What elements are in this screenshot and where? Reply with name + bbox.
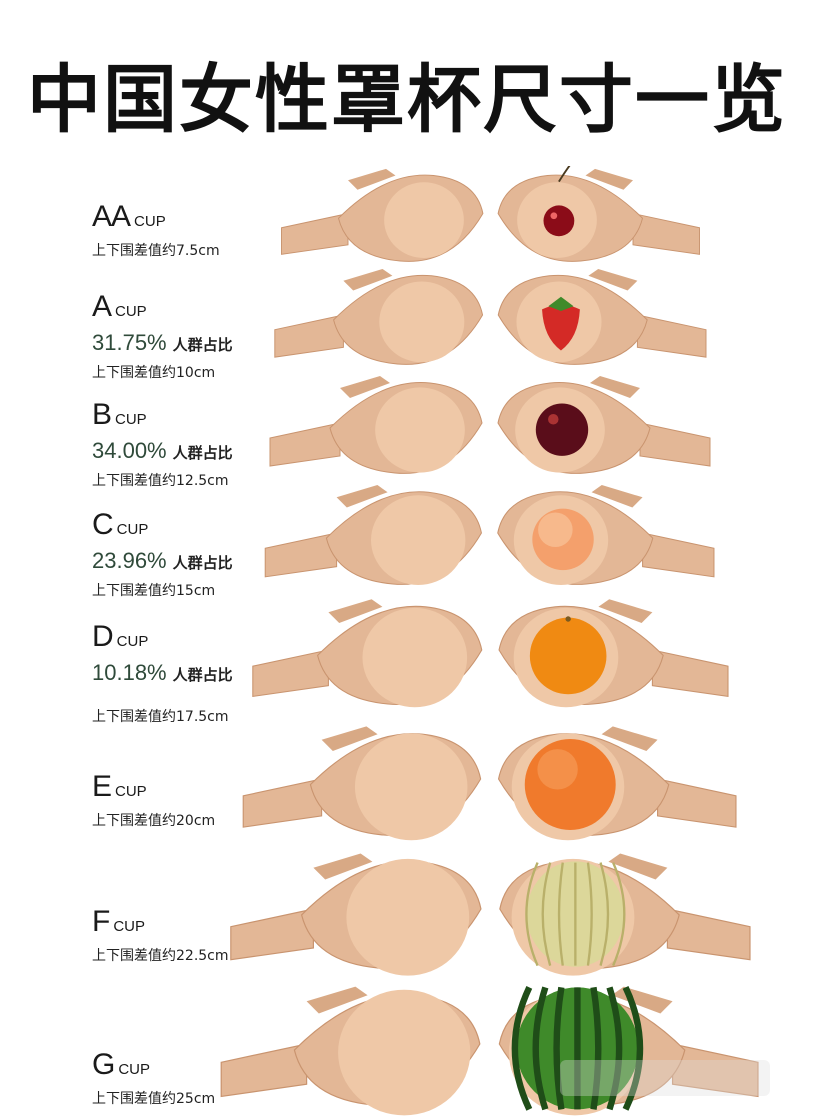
population-percent: 23.96%	[92, 548, 167, 573]
page-title: 中国女性罩杯尺寸一览	[27, 57, 787, 143]
bra-illustration	[243, 726, 737, 841]
bra-illustration	[273, 269, 707, 365]
cup-word: CUP	[115, 411, 147, 428]
cup-size: B	[92, 398, 112, 431]
bust-difference: 上下围差值约12.5cm	[92, 473, 229, 489]
cup-word: CUP	[115, 303, 147, 320]
grapefruit-icon	[525, 739, 617, 831]
peach-icon	[532, 508, 595, 570]
bra-body	[280, 168, 700, 262]
cup-size: A	[92, 290, 112, 323]
population-label: 人群占比	[172, 555, 233, 572]
cup-size: AA	[92, 200, 131, 233]
bra-illustration	[251, 598, 729, 707]
bust-difference: 上下围差值约15cm	[92, 583, 216, 599]
bust-difference: 上下围差值约22.5cm	[92, 948, 229, 964]
bust-difference: 上下围差值约25cm	[92, 1091, 216, 1107]
population-percent: 34.00%	[92, 438, 167, 463]
population-percent: 10.18%	[92, 660, 167, 685]
bust-difference: 上下围差值约10cm	[92, 365, 216, 381]
population-percent: 31.75%	[92, 330, 167, 355]
bra-body	[251, 598, 729, 707]
bra-body	[229, 853, 751, 976]
bra-body	[273, 269, 707, 365]
cup-word: CUP	[118, 1061, 151, 1078]
cantaloupe-icon	[524, 861, 625, 967]
population-label: 人群占比	[172, 337, 233, 354]
population-label: 人群占比	[172, 667, 233, 684]
bra-illustration	[280, 165, 700, 262]
watermark	[560, 1060, 770, 1096]
cup-size: C	[92, 508, 114, 541]
bra-illustration	[269, 376, 711, 474]
bust-difference: 上下围差值约7.5cm	[92, 243, 220, 259]
bra-illustration	[265, 484, 715, 585]
bra-body	[265, 484, 715, 585]
cup-word: CUP	[113, 918, 145, 935]
cup-word: CUP	[115, 783, 147, 800]
cup-size: E	[92, 770, 112, 803]
population-label: 人群占比	[172, 445, 233, 462]
bra-body	[269, 376, 711, 474]
cup-word: CUP	[116, 521, 149, 538]
watermelon-icon	[512, 985, 644, 1111]
cup-size: G	[92, 1048, 115, 1081]
strawberry-icon	[541, 296, 580, 351]
bust-difference: 上下围差值约20cm	[92, 813, 216, 829]
cup-word: CUP	[134, 213, 166, 230]
bra-illustration	[220, 985, 759, 1116]
cup-size: D	[92, 620, 114, 653]
bust-difference: 上下围差值约17.5cm	[92, 709, 229, 725]
cherry-icon	[542, 165, 574, 236]
plum-icon	[535, 403, 589, 456]
orange-icon	[529, 615, 607, 694]
cup-word: CUP	[116, 633, 149, 650]
bra-illustration	[229, 853, 751, 976]
bra-body	[243, 726, 737, 841]
cup-size: F	[92, 905, 110, 938]
